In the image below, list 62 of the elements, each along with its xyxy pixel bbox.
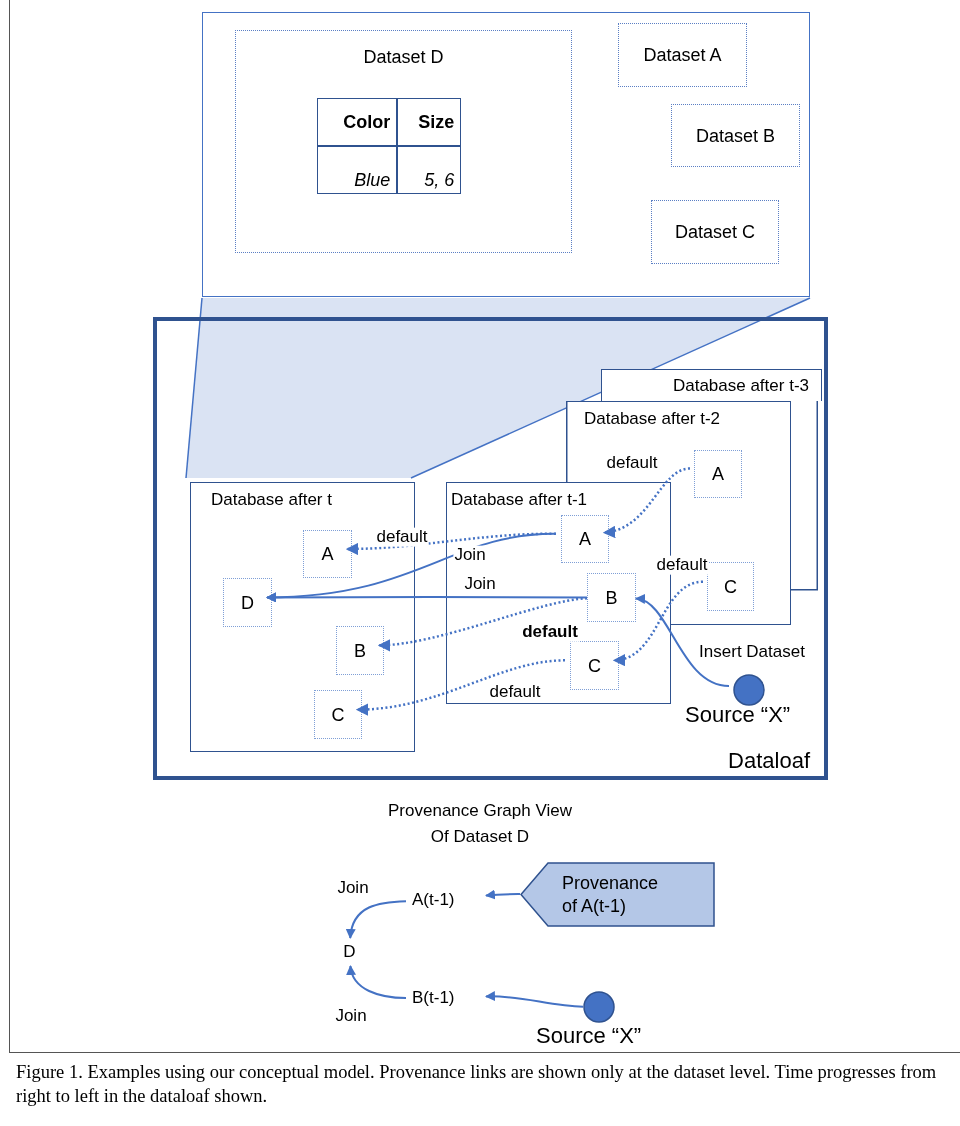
dataloaf-frame <box>153 317 828 780</box>
arrow <box>266 592 588 603</box>
dataset-box <box>223 578 272 627</box>
edge-label: default <box>655 555 709 575</box>
dataset-label: C <box>588 655 601 676</box>
table-cell: Blue <box>317 146 398 195</box>
table-header-cell: Size <box>397 98 462 147</box>
node-label: D <box>336 938 363 966</box>
arrow <box>635 595 730 687</box>
arrow <box>345 532 556 556</box>
dataset-box <box>235 30 572 253</box>
dataset-label: Dataset D <box>363 47 444 68</box>
dataset-box <box>570 641 619 690</box>
dataset-box <box>561 515 609 563</box>
arrow <box>602 467 691 537</box>
dataset-box <box>651 200 779 264</box>
source-circle <box>733 674 765 706</box>
box-title: Database after t-3 <box>672 376 809 396</box>
dataset-box <box>694 450 742 498</box>
table-header-cell: Color <box>317 98 398 147</box>
dataset-label: Dataset B <box>696 125 775 146</box>
box-title: Database after t-2 <box>584 409 721 429</box>
dataset-label: B <box>605 587 618 608</box>
source-label: Source “X” <box>536 1023 642 1049</box>
box-title: Database after t-1 <box>451 490 588 510</box>
source-label: Source “X” <box>685 702 791 728</box>
edge-label: default <box>375 527 429 547</box>
database-box <box>601 369 822 401</box>
dataset-box <box>671 104 800 167</box>
section-heading: Provenance Graph View Of Dataset D <box>387 800 573 848</box>
dataset-label: B <box>354 640 366 661</box>
box-title: Database after t <box>211 490 332 510</box>
dataset-label: C <box>331 704 345 725</box>
node-label: A(t-1) <box>406 887 486 913</box>
dataset-label: Dataset A <box>643 44 722 66</box>
dataset-label: A <box>579 528 591 550</box>
dataset-box <box>336 626 384 675</box>
arrow <box>377 597 588 651</box>
source-circle <box>583 991 615 1023</box>
dataset-box <box>303 530 352 578</box>
frame-title: Dataloaf <box>728 748 810 774</box>
arrow <box>346 965 407 999</box>
arrow <box>355 659 566 716</box>
dataset-label: D <box>241 592 254 613</box>
dataset-label: Dataset C <box>675 221 755 243</box>
table-cell: 5, 6 <box>397 146 462 195</box>
zoom-panel <box>202 12 810 297</box>
arrow <box>612 580 704 665</box>
dataset-label: A <box>712 463 724 485</box>
provenance-pentagon <box>520 862 715 927</box>
node-label: B(t-1) <box>406 985 486 1011</box>
figure-caption: Figure 1. Examples using our conceptual model. Provenance links are shown only at the dataset level. Time progresses from right to left in the dataloaf shown. <box>16 1061 938 1108</box>
arrow <box>485 889 521 900</box>
arrow <box>346 900 407 939</box>
dataset-label: C <box>724 576 737 597</box>
database-box <box>566 401 791 625</box>
dataset-label: A <box>321 543 334 565</box>
callout-text: Provenance of A(t-1) <box>562 871 660 918</box>
dataset-box <box>587 573 636 622</box>
arrow <box>485 991 584 1008</box>
dataset-box <box>618 23 747 87</box>
dataset-box <box>314 690 362 739</box>
